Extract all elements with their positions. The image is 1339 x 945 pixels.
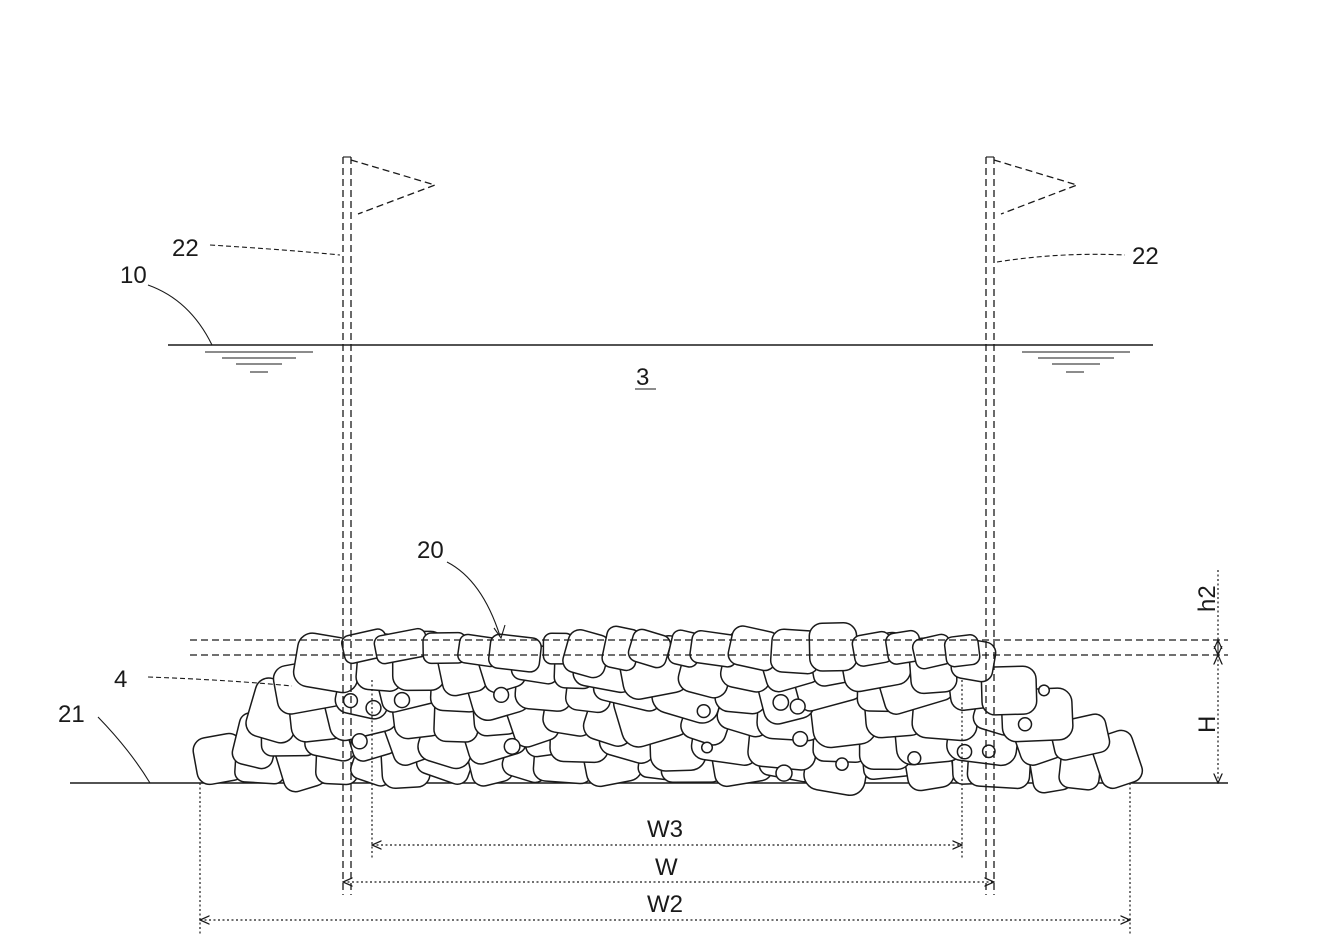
marker-pole-right <box>985 156 1080 895</box>
rubble-pebble <box>365 699 382 717</box>
label-H: H <box>1194 716 1221 733</box>
rubble-pebble <box>700 741 714 754</box>
rubble-pebble <box>956 743 973 760</box>
leader-10 <box>147 284 213 346</box>
label-4: 4 <box>114 666 127 693</box>
rubble-pebble <box>1017 717 1033 732</box>
arrow-20 <box>493 624 506 640</box>
rubble-stone <box>487 633 542 673</box>
rubble-pebble <box>351 733 368 750</box>
label-W3: W3 <box>647 816 683 843</box>
rubble-pebble <box>1037 684 1051 697</box>
rubble-pebble <box>835 757 849 771</box>
rubble-stone <box>808 622 858 672</box>
leader-20 <box>446 561 501 637</box>
rubble-pebble <box>775 764 793 782</box>
label-10: 10 <box>120 262 147 289</box>
rubble-pebble <box>393 691 411 709</box>
rubble-pebble <box>907 751 922 766</box>
rubble-pebble <box>981 744 996 759</box>
rubble-pebble <box>789 698 806 715</box>
water-level-symbol-left <box>205 351 313 373</box>
label-22-right: 22 <box>1132 243 1159 270</box>
leader-22-right <box>996 253 1126 263</box>
rubble-stone <box>980 665 1038 716</box>
rubble-pebble <box>696 703 711 719</box>
rubble-pebble <box>792 730 809 747</box>
rubble-pebble <box>503 737 521 755</box>
label-W2: W2 <box>647 891 683 918</box>
leader-21 <box>97 716 151 784</box>
rubble-pebble <box>772 693 790 711</box>
rubble-pebble <box>493 686 510 704</box>
label-21: 21 <box>58 701 85 728</box>
leader-4 <box>147 676 293 687</box>
rubble-stone <box>943 634 981 668</box>
label-W: W <box>655 854 678 881</box>
marker-pole-left <box>342 156 438 895</box>
label-3: 3 <box>636 364 649 391</box>
water-level-symbol-right <box>1022 351 1130 373</box>
label-h2: h2 <box>1194 585 1221 612</box>
rubble-stones <box>192 622 1144 797</box>
leader-22-left <box>209 244 341 256</box>
label-22-left: 22 <box>172 235 199 262</box>
label-20: 20 <box>417 537 444 564</box>
